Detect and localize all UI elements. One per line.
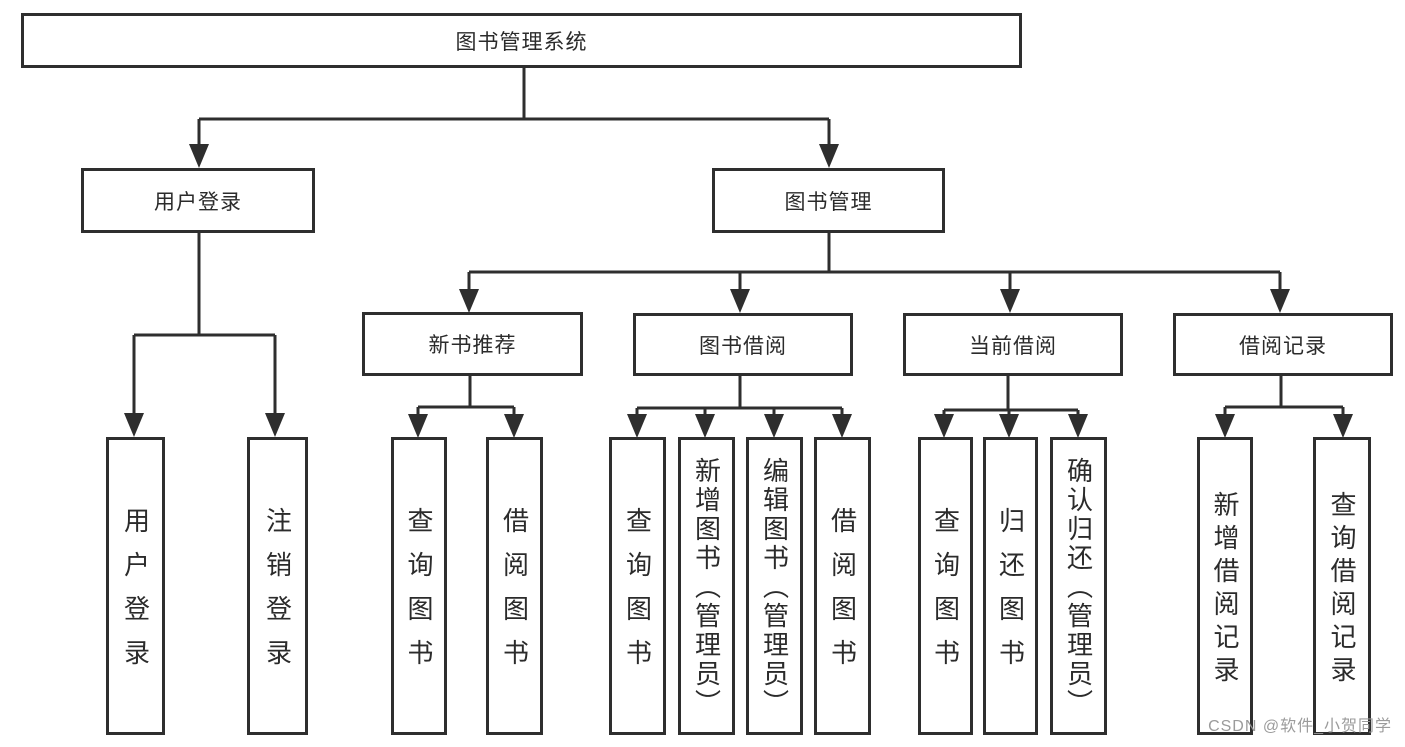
node-leaf-logout: 注销登录 bbox=[247, 437, 308, 735]
node-label: 查询图书 bbox=[622, 507, 653, 683]
node-label: 归还图书 bbox=[995, 507, 1026, 683]
node-label: 确认归还（管理员） bbox=[1063, 457, 1094, 718]
node-label: 新书推荐 bbox=[428, 334, 517, 357]
node-leaf-add-books-admin: 新增图书（管理员） bbox=[678, 437, 735, 735]
node-leaf-add-borrow-record: 新增借阅记录 bbox=[1197, 437, 1253, 735]
node-label: 用户登录 bbox=[154, 190, 242, 214]
node-leaf-query-borrow-record: 查询借阅记录 bbox=[1313, 437, 1371, 735]
watermark: CSDN @软件_小贺同学 bbox=[1208, 718, 1392, 735]
node-book-management: 图书管理 bbox=[712, 168, 945, 233]
node-borrow-records: 借阅记录 bbox=[1173, 313, 1393, 376]
node-leaf-confirm-return-admin: 确认归还（管理员） bbox=[1050, 437, 1107, 735]
node-book-borrow: 图书借阅 bbox=[633, 313, 853, 376]
node-label: 编辑图书（管理员） bbox=[759, 457, 790, 718]
node-leaf-borrow-books-recommend: 借阅图书 bbox=[486, 437, 543, 735]
node-label: 借阅图书 bbox=[827, 507, 858, 683]
node-new-book-recommend: 新书推荐 bbox=[362, 312, 583, 376]
node-label: 查询借阅记录 bbox=[1327, 490, 1357, 689]
node-leaf-borrow-books: 借阅图书 bbox=[814, 437, 871, 735]
node-label: 当前借阅 bbox=[969, 334, 1057, 358]
node-leaf-return-books: 归还图书 bbox=[983, 437, 1038, 735]
node-label: 图书借阅 bbox=[699, 334, 787, 358]
node-current-borrow: 当前借阅 bbox=[903, 313, 1123, 376]
node-library-system: 图书管理系统 bbox=[21, 13, 1022, 68]
node-label: 图书管理系统 bbox=[455, 30, 588, 54]
node-label: 借阅图书 bbox=[499, 507, 530, 683]
node-leaf-edit-books-admin: 编辑图书（管理员） bbox=[746, 437, 803, 735]
node-leaf-query-books-recommend: 查询图书 bbox=[391, 437, 447, 735]
node-label: 查询图书 bbox=[930, 507, 961, 683]
node-label: 图书管理 bbox=[784, 190, 873, 214]
node-label: 用户登录 bbox=[120, 507, 151, 683]
node-label: 借阅记录 bbox=[1239, 334, 1327, 358]
node-leaf-query-books-current: 查询图书 bbox=[918, 437, 973, 735]
node-label: 查询图书 bbox=[404, 507, 434, 683]
node-label: 新增借阅记录 bbox=[1210, 490, 1240, 689]
node-leaf-user-login: 用户登录 bbox=[106, 437, 165, 735]
node-label: 注销登录 bbox=[262, 507, 293, 683]
node-label: 新增图书（管理员） bbox=[691, 457, 722, 718]
node-user-login: 用户登录 bbox=[81, 168, 315, 233]
node-leaf-query-books-borrow: 查询图书 bbox=[609, 437, 666, 735]
